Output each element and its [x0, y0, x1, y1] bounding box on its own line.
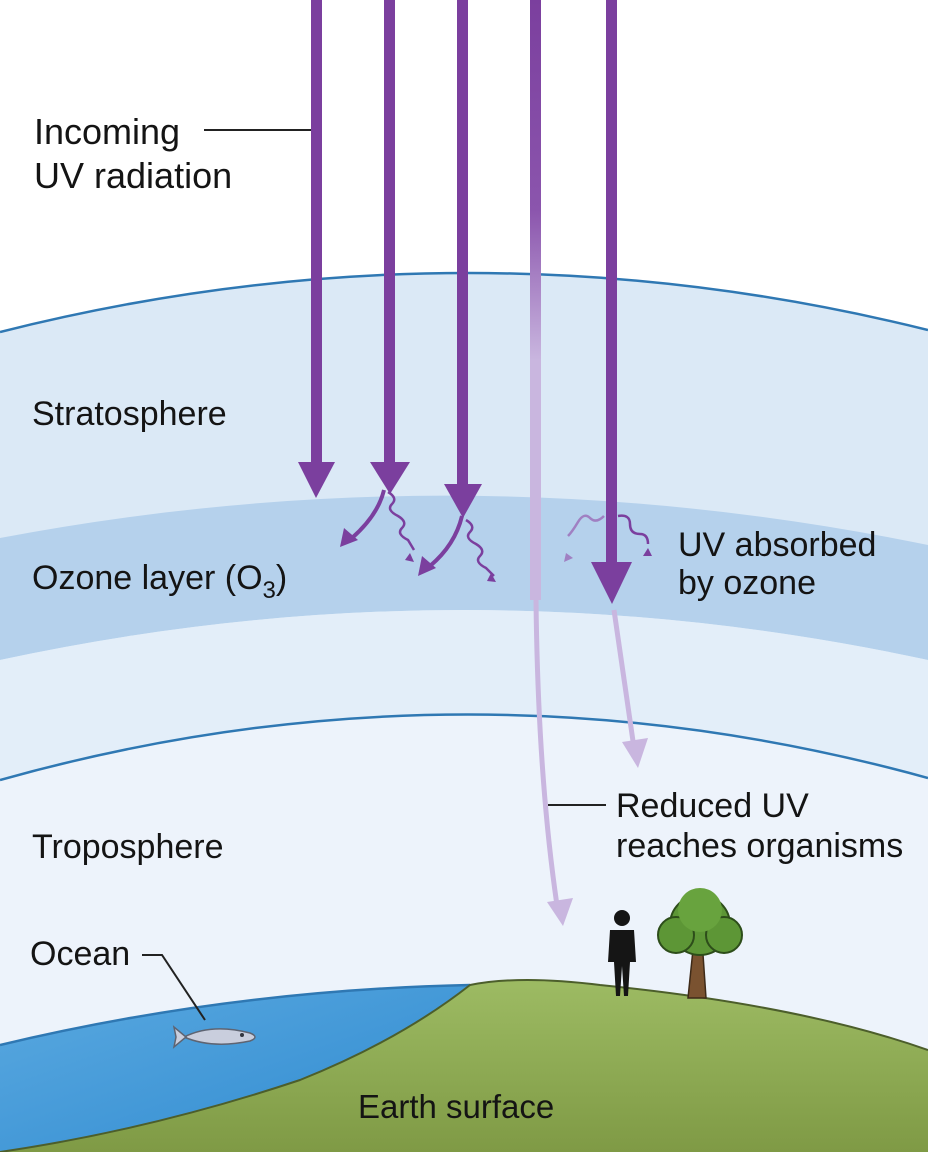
uv-arrow-4-shaft: [530, 0, 541, 600]
reduced-label-line-1: Reduced UV: [616, 787, 809, 825]
ozone-band: [0, 495, 928, 660]
deflected-arrow-1-head: [340, 528, 358, 547]
troposphere-label: Troposphere: [32, 828, 224, 866]
absorbed-uv-near-right: [564, 514, 652, 562]
uv-arrow-1-head: [298, 462, 335, 498]
ozone-subscript: 3: [263, 577, 276, 604]
absorbed-label-line-1: UV absorbed: [678, 526, 876, 564]
incoming-label-line-1: Incoming: [34, 111, 180, 152]
absorbed-uv: [340, 489, 496, 582]
land-outline: [0, 979, 928, 1152]
uv-arrow-5-head: [591, 562, 632, 604]
ocean-leader-line: [142, 954, 206, 1021]
person-icon: [608, 910, 636, 996]
ocean: [0, 985, 470, 1152]
wavy-absorbed-arrow-icon: [567, 514, 605, 537]
reduced-uv-arrow-left: [533, 599, 561, 913]
reduced-uv-arrow-right: [611, 609, 637, 749]
land: [0, 980, 928, 1152]
uv-arrow-1-shaft: [311, 0, 322, 470]
uv-arrow-3-head: [444, 484, 482, 518]
uv-arrows: [298, 0, 632, 604]
wavy-absorbed-arrow-icon: [387, 490, 416, 551]
stratosphere-label: Stratosphere: [32, 395, 227, 433]
tropopause-boundary-line: [0, 713, 928, 782]
earth-surface-label: Earth surface: [358, 1088, 554, 1125]
incoming-label-line-2: UV radiation: [34, 155, 232, 196]
uv-arrow-5-shaft: [606, 0, 617, 570]
wavy-absorbed-arrow-icon: [465, 518, 495, 577]
absorbed-label-line-2: by ozone: [678, 564, 816, 602]
ocean-label: Ocean: [30, 935, 130, 973]
uv-arrow-3-shaft: [457, 0, 468, 488]
tree-icon: [657, 888, 743, 999]
wavy-absorbed-arrow-icon: [617, 514, 650, 545]
uv-arrow-2-shaft: [384, 0, 395, 472]
reduced-label-line-2: reaches organisms: [616, 827, 903, 865]
deflected-arrow-1: [350, 489, 386, 540]
fish-icon: [172, 1025, 256, 1049]
ozone-layer-label: Ozone layer (O3): [32, 559, 287, 604]
deflected-arrow-2-head: [418, 556, 436, 576]
deflected-arrow-2: [428, 515, 464, 568]
ocean-surface-line: [0, 983, 471, 1047]
reduced-uv-arrows: [533, 599, 648, 926]
uv-arrow-2-head: [370, 462, 410, 494]
